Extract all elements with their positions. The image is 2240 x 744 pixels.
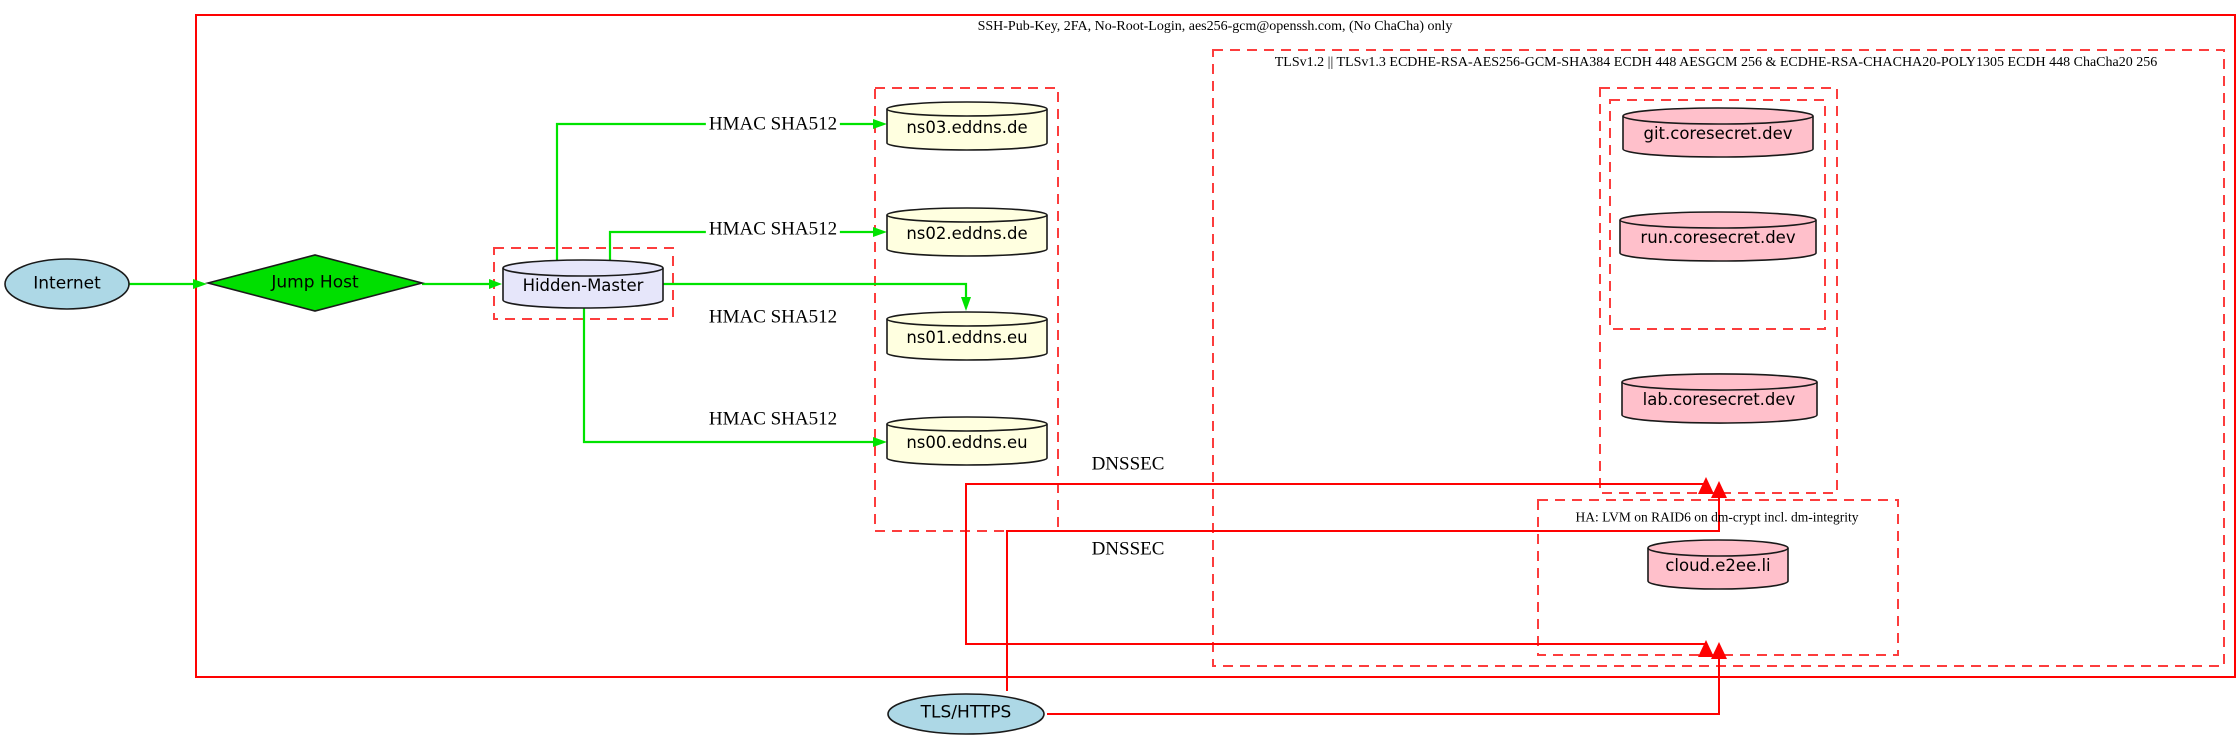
arrowhead-hiddenmaster	[489, 279, 502, 289]
internet-node	[4, 258, 130, 310]
run-node	[1619, 211, 1817, 262]
git-cylinder-lid	[1622, 115, 1814, 125]
tls-https-label: TLS/HTTPS	[920, 702, 1012, 723]
arrowhead-ns02	[873, 227, 887, 237]
ns01-label: ns01.eddns.eu	[906, 327, 1028, 347]
hmac-label-ns02: HMAC SHA512	[705, 219, 841, 239]
dnssec-label-bottom: DNSSEC	[1091, 538, 1165, 560]
ns02-label: ns02.eddns.de	[906, 223, 1028, 243]
arrowhead-into-coresecret-2	[1711, 481, 1727, 498]
hidden-master-node	[502, 259, 664, 309]
ns01-node	[886, 311, 1048, 361]
ns02-node	[886, 207, 1048, 257]
arrowhead-ns03	[873, 119, 887, 129]
edge-tls-to-coresecret	[1006, 498, 1720, 691]
cloud-label: cloud.e2ee.li	[1665, 555, 1771, 575]
arrowhead-into-ha-1	[1698, 640, 1714, 657]
hidden-master-cylinder-body	[502, 259, 664, 309]
ns00-cylinder-lid	[886, 423, 1048, 432]
lab-cylinder-lid	[1621, 381, 1818, 391]
internet-label: Internet	[33, 273, 101, 294]
edge-hm-ns00	[582, 308, 873, 444]
lab-label: lab.coresecret.dev	[1642, 389, 1796, 409]
ns02-cylinder-lid	[886, 214, 1048, 223]
hmac-label-ns00: HMAC SHA512	[705, 409, 841, 429]
tls-cluster-label: TLSv1.2 || TLSv1.3 ECDHE-RSA-AES256-GCM-…	[1274, 55, 2158, 70]
cloud-cylinder-lid	[1647, 547, 1789, 557]
tls-https-node	[887, 693, 1045, 735]
red-arrowheads	[1698, 477, 1727, 659]
coresecret-inner-cluster-box	[1609, 99, 1826, 330]
ssh-cluster-label: SSH-Pub-Key, 2FA, No-Root-Login, aes256-…	[977, 19, 1453, 34]
cloud-node	[1647, 539, 1789, 590]
git-node	[1622, 107, 1814, 158]
ns03-node	[886, 101, 1048, 151]
jump-host-label: Jump Host	[271, 272, 359, 293]
arrowhead-jumphost	[193, 279, 207, 289]
hidden-master-cylinder-lid	[502, 267, 664, 277]
edge-hm-ns01	[663, 282, 968, 297]
ns03-label: ns03.eddns.de	[906, 117, 1028, 137]
ns03-cylinder-body	[886, 101, 1048, 151]
git-cylinder-body	[1622, 107, 1814, 158]
ha-cluster-label: HA: LVM on RAID6 on dm-crypt incl. dm-in…	[1575, 509, 1859, 525]
green-edges	[129, 122, 968, 444]
ns00-label: ns00.eddns.eu	[906, 432, 1028, 452]
ns03-cylinder-lid	[886, 108, 1048, 117]
ns01-cylinder-body	[886, 311, 1048, 361]
arrowhead-into-ha-2	[1711, 642, 1727, 659]
hmac-label-ns01: HMAC SHA512	[705, 307, 841, 327]
hidden-master-label: Hidden-Master	[522, 275, 644, 295]
arrowhead-ns00	[873, 437, 887, 447]
cloud-cylinder-body	[1647, 539, 1789, 590]
ns02-cylinder-body	[886, 207, 1048, 257]
ns00-cylinder-body	[886, 416, 1048, 466]
green-arrowheads	[193, 119, 971, 447]
dnssec-label-top: DNSSEC	[1091, 453, 1165, 475]
run-label: run.coresecret.dev	[1640, 227, 1796, 247]
ns00-node	[886, 416, 1048, 466]
ssh-outer-cluster-box	[195, 14, 2236, 678]
edge-hm-ns03	[555, 122, 873, 260]
hmac-label-ns03: HMAC SHA512	[705, 114, 841, 134]
arrowhead-into-coresecret-1	[1698, 477, 1714, 494]
arrowhead-ns01	[961, 297, 971, 311]
run-cylinder-body	[1619, 211, 1817, 262]
ns01-cylinder-lid	[886, 318, 1048, 327]
git-label: git.coresecret.dev	[1643, 123, 1793, 143]
edge-tls-to-ha	[1047, 659, 1720, 715]
jump-host-node	[204, 254, 426, 312]
run-cylinder-lid	[1619, 219, 1817, 229]
lab-node	[1621, 373, 1818, 424]
lab-cylinder-body	[1621, 373, 1818, 424]
